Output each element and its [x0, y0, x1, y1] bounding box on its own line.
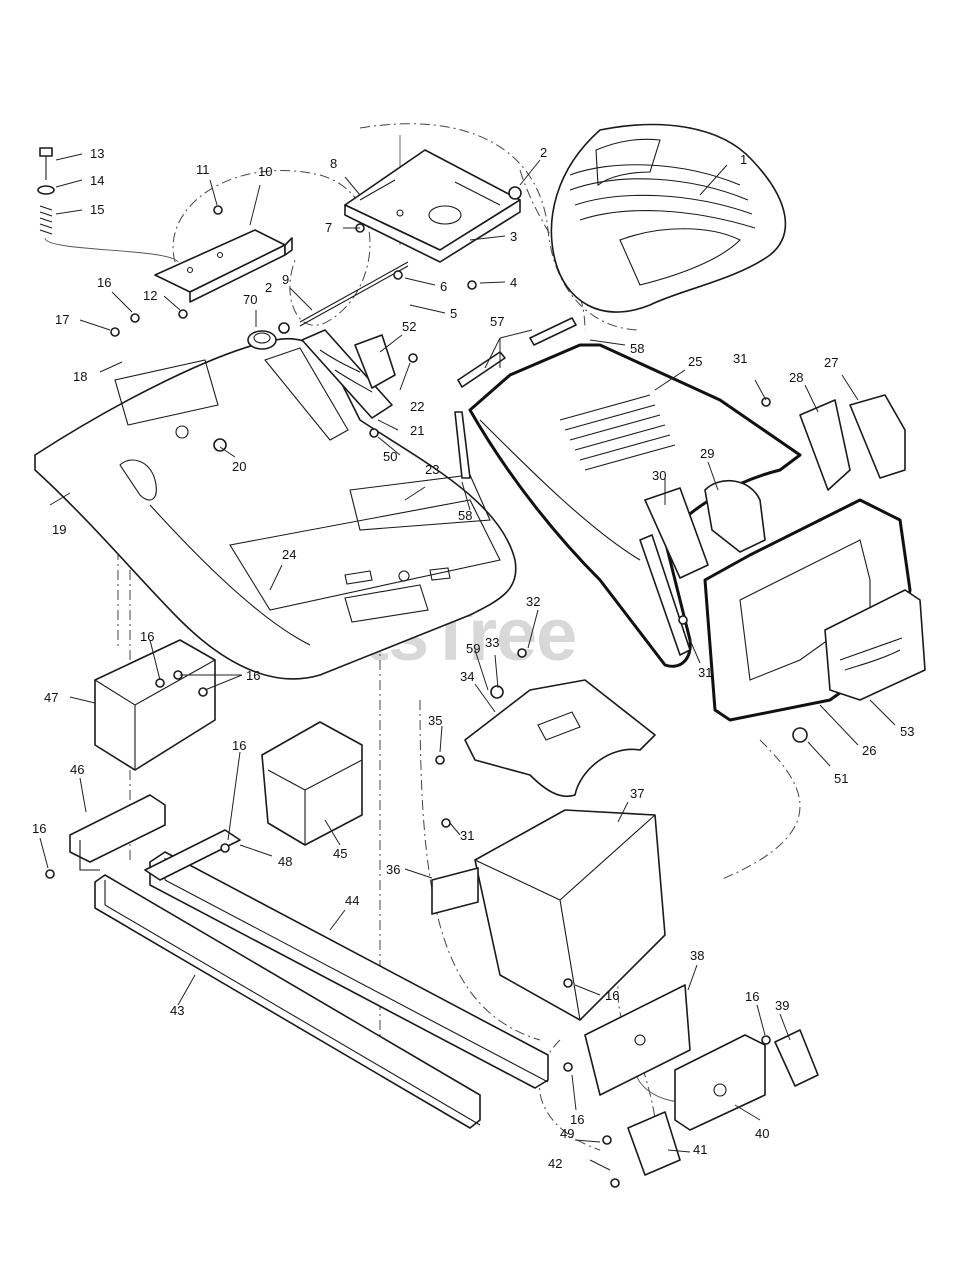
callout-35: 35 [428, 713, 442, 728]
headlight-housings [644, 394, 906, 579]
callout-33: 33 [485, 635, 499, 650]
callout-27: 27 [824, 355, 838, 370]
callout-16: 16 [745, 989, 759, 1004]
callout-36: 36 [386, 862, 400, 877]
callout-24: 24 [282, 547, 296, 562]
bracket-46 [69, 794, 166, 871]
callout-2: 2 [265, 280, 272, 295]
hood [454, 317, 802, 668]
battery-tray-45 [261, 721, 363, 846]
callout-31: 31 [698, 665, 712, 680]
callout-38: 38 [690, 948, 704, 963]
bracket-38 [584, 984, 691, 1096]
dash-panel-37 [431, 809, 666, 1021]
callout-16: 16 [570, 1112, 584, 1127]
callout-5: 5 [450, 306, 457, 321]
fender [34, 337, 517, 680]
seat-bracket [154, 229, 293, 303]
callout-26: 26 [862, 743, 876, 758]
callout-16: 16 [97, 275, 111, 290]
callout-14: 14 [90, 173, 104, 188]
rod-9 [299, 261, 409, 327]
dash-34 [464, 679, 656, 797]
shift-plate [301, 329, 393, 419]
callout-44: 44 [345, 893, 359, 908]
callout-8: 8 [330, 156, 337, 171]
callout-15: 15 [90, 202, 104, 217]
callout-59: 59 [466, 641, 480, 656]
callout-22: 22 [410, 399, 424, 414]
callout-41: 41 [693, 1142, 707, 1157]
callout-31: 31 [460, 828, 474, 843]
hood-bracket-31 [639, 534, 691, 656]
side-panel-47 [94, 639, 216, 771]
callout-18: 18 [73, 369, 87, 384]
callout-10: 10 [258, 164, 272, 179]
seat [550, 123, 787, 313]
callout-4: 4 [510, 275, 517, 290]
callout-labels: 1 2 2 3 4 5 6 7 8 9 10 11 12 13 14 15 16… [32, 145, 914, 1171]
callout-21: 21 [410, 423, 424, 438]
callout-40: 40 [755, 1126, 769, 1141]
callout-16: 16 [605, 988, 619, 1003]
callout-16: 16 [232, 738, 246, 753]
callout-53: 53 [900, 724, 914, 739]
callout-50: 50 [383, 449, 397, 464]
frame-rail-43 [94, 874, 481, 1129]
callout-37: 37 [630, 786, 644, 801]
callout-51: 51 [834, 771, 848, 786]
callout-39: 39 [775, 998, 789, 1013]
callout-7: 7 [325, 220, 332, 235]
callout-1: 1 [740, 152, 747, 167]
callout-13: 13 [90, 146, 104, 161]
plate-41 [627, 1111, 681, 1176]
callout-52: 52 [402, 319, 416, 334]
callout-48: 48 [278, 854, 292, 869]
plate-48 [144, 829, 241, 881]
callout-32: 32 [526, 594, 540, 609]
callout-30: 30 [652, 468, 666, 483]
hardware [45, 186, 808, 1188]
callout-31: 31 [733, 351, 747, 366]
fuel-cap [247, 330, 277, 350]
callout-17: 17 [55, 312, 69, 327]
callout-16: 16 [32, 821, 46, 836]
callout-16: 16 [140, 629, 154, 644]
callout-70: 70 [243, 292, 257, 307]
callout-29: 29 [700, 446, 714, 461]
callout-16: 16 [246, 668, 260, 683]
callout-58: 58 [458, 508, 472, 523]
callout-20: 20 [232, 459, 246, 474]
callout-57: 57 [490, 314, 504, 329]
callout-46: 46 [70, 762, 84, 777]
callout-43: 43 [170, 1003, 184, 1018]
callout-9: 9 [282, 272, 289, 287]
callout-19: 19 [52, 522, 66, 537]
callout-3: 3 [510, 229, 517, 244]
callout-23: 23 [425, 462, 439, 477]
callout-49: 49 [560, 1126, 574, 1141]
callout-42: 42 [548, 1156, 562, 1171]
callout-28: 28 [789, 370, 803, 385]
callout-2: 2 [540, 145, 547, 160]
plate-39 [774, 1029, 819, 1087]
callout-45: 45 [333, 846, 347, 861]
callout-25: 25 [688, 354, 702, 369]
callout-6: 6 [440, 279, 447, 294]
callout-34: 34 [460, 669, 474, 684]
callout-47: 47 [44, 690, 58, 705]
bolt-washer-spring [37, 147, 55, 235]
leader-lines [39, 153, 896, 1171]
seat-pan-plate [344, 149, 521, 263]
callout-12: 12 [143, 288, 157, 303]
callout-58: 58 [630, 341, 644, 356]
headlight-lens [824, 589, 926, 701]
bracket-40 [674, 1034, 766, 1131]
callout-11: 11 [196, 162, 210, 177]
